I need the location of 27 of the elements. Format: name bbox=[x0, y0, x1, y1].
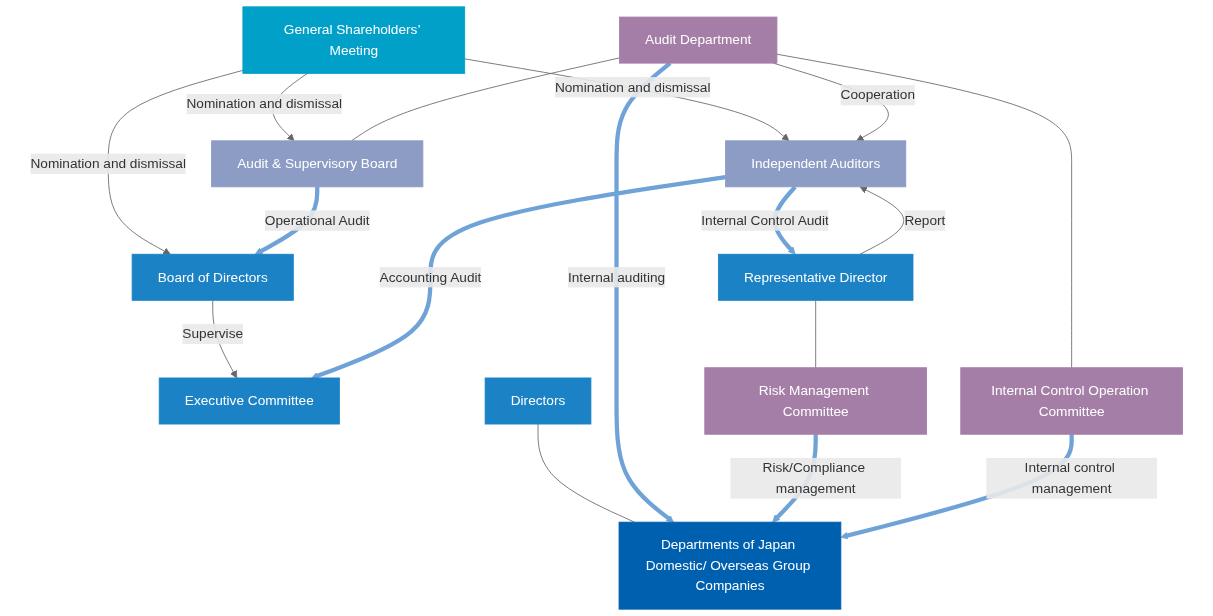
node-box: General Shareholders’ Meeting bbox=[242, 6, 466, 74]
node-box: Audit & Supervisory Board bbox=[211, 140, 424, 188]
edge-label: Cooperation bbox=[840, 87, 915, 103]
node-box: Directors bbox=[484, 377, 592, 425]
edge-label: Accounting Audit bbox=[379, 269, 482, 285]
edge-label: Supervise bbox=[182, 326, 244, 341]
edge-label: Internal Control Audit bbox=[701, 212, 829, 228]
edge-label: Nomination and dismissal bbox=[186, 96, 343, 111]
edge-label: Nomination and dismissal bbox=[30, 156, 186, 171]
connector bbox=[351, 57, 620, 142]
node-box: Independent Auditors bbox=[725, 140, 907, 188]
node-box: Representative Director bbox=[717, 253, 914, 301]
edge-label: Internal control management bbox=[1024, 460, 1115, 496]
node-box: Audit Department bbox=[619, 16, 778, 64]
connector bbox=[776, 53, 1073, 369]
edge-label: Operational Audit bbox=[264, 212, 370, 228]
node-box: Departments of Japan Domestic/ Overseas Group Companies bbox=[618, 521, 842, 610]
node-box: Risk Management Committee bbox=[704, 367, 928, 435]
connector bbox=[537, 423, 635, 523]
edge-label: Internal auditing bbox=[567, 269, 666, 285]
edge-label: Risk/Compliance management bbox=[762, 460, 865, 496]
node-box: Board of Directors bbox=[131, 253, 294, 301]
connector bbox=[815, 299, 817, 369]
edge-label: Report bbox=[904, 212, 946, 228]
node-box: Internal Control Operation Committee bbox=[960, 367, 1183, 435]
node-box: Executive Committee bbox=[158, 377, 340, 425]
edge-label: Nomination and dismissal bbox=[554, 79, 711, 95]
